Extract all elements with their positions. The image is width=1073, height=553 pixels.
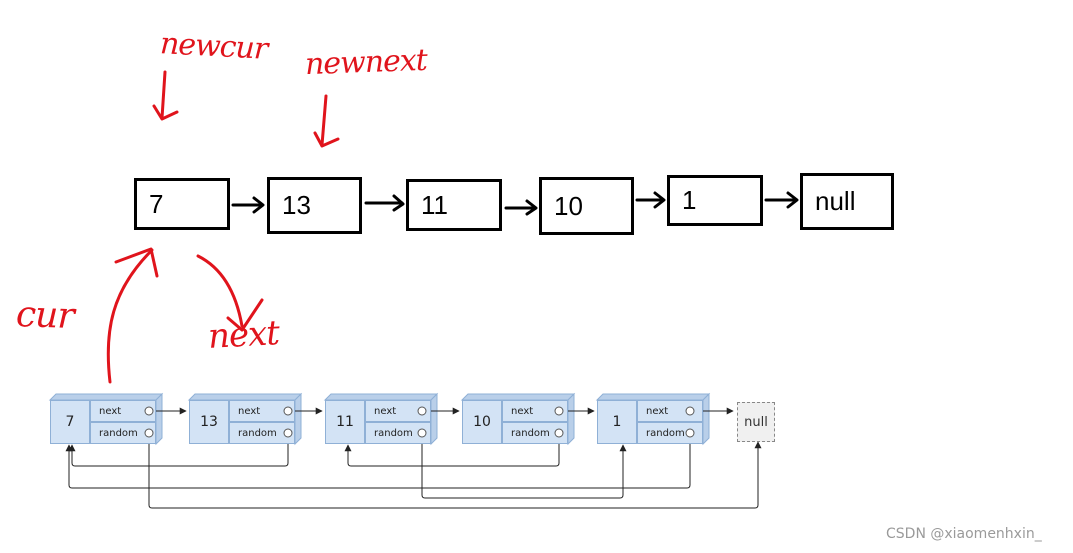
next-field: next: [229, 400, 295, 422]
top-arrow-7-13: [231, 196, 265, 214]
random-link-10-11: [344, 438, 560, 467]
node-value: 11: [325, 400, 365, 444]
newnext-arrow: [313, 94, 340, 148]
watermark: CSDN @xiaomenhxin_: [886, 526, 1042, 542]
random-dot: [417, 428, 427, 438]
random-dot: [144, 428, 154, 438]
top-node-1: 1: [667, 175, 763, 226]
random-field: random: [365, 422, 431, 444]
next-label: next: [207, 313, 280, 357]
next-field: next: [90, 400, 156, 422]
next-dot: [417, 406, 427, 416]
top-arrow-13-11: [364, 194, 405, 212]
newcur-arrow: [152, 70, 179, 121]
top-arrow-10-1: [635, 191, 666, 209]
next-dot: [144, 406, 154, 416]
random-field: random: [90, 422, 156, 444]
next-dot: [283, 406, 293, 416]
top-node-10: 10: [539, 177, 634, 235]
random-dot: [283, 428, 293, 438]
top-node-13: 13: [267, 177, 362, 234]
node-value: 7: [50, 400, 90, 444]
next-field: next: [502, 400, 568, 422]
top-node-null: null: [800, 173, 894, 230]
random-link-11-1: [421, 438, 627, 499]
random-dot: [685, 428, 695, 438]
random-link-13-7: [68, 438, 289, 467]
node-depth-edges: [48, 392, 711, 446]
node-value: 1: [597, 400, 637, 444]
random-field: random: [229, 422, 295, 444]
top-node-7: 7: [134, 178, 230, 230]
next-arrow: [196, 254, 264, 332]
top-node-11: 11: [406, 179, 502, 231]
node-value: 13: [189, 400, 229, 444]
cur-arrow: [106, 247, 159, 384]
newcur-label: newcur: [159, 26, 269, 67]
top-arrow-1-null: [764, 191, 799, 209]
random-field: random: [502, 422, 568, 444]
top-arrow-11-10: [504, 199, 538, 216]
next-dot: [554, 406, 564, 416]
next-field: next: [365, 400, 431, 422]
next-field: next: [637, 400, 703, 422]
newnext-label: newnext: [304, 42, 428, 83]
cur-label: cur: [15, 294, 75, 337]
random-link-7-null: [148, 438, 762, 509]
next-dot: [685, 406, 695, 416]
random-link-1-7: [65, 438, 691, 489]
random-field: random: [637, 422, 703, 444]
node-value: 10: [462, 400, 502, 444]
random-dot: [554, 428, 564, 438]
null-node: null: [737, 402, 775, 442]
